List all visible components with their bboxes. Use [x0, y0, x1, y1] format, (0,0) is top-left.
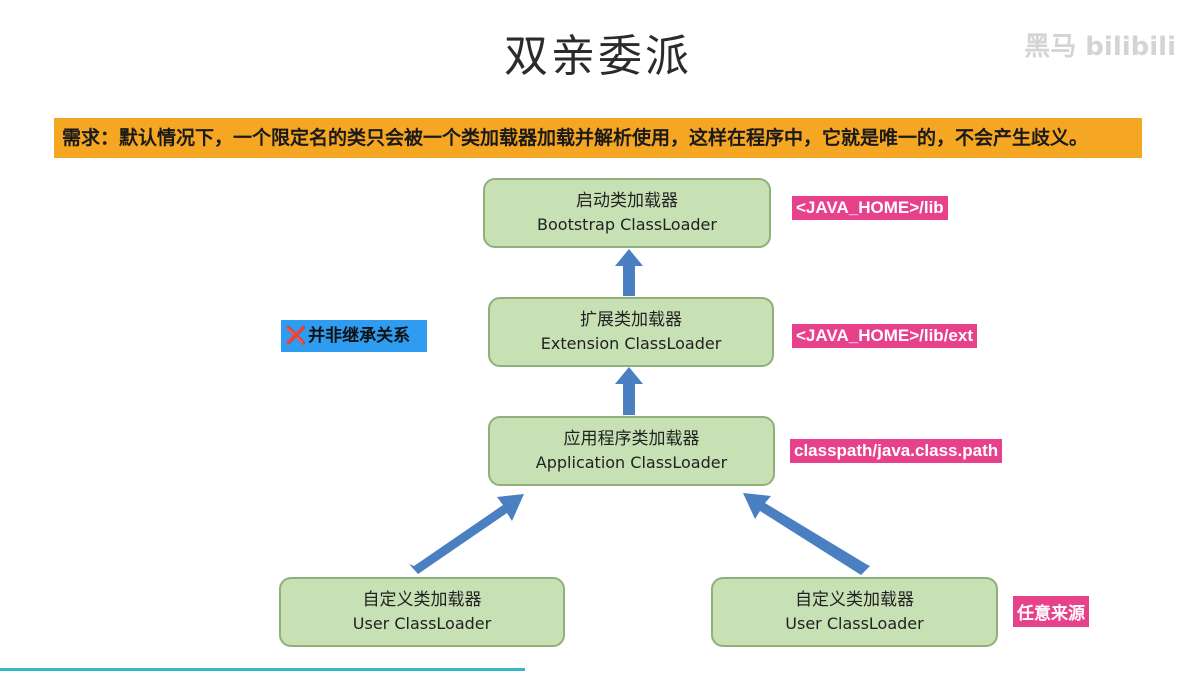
arrow-diagonal-icon: [743, 493, 870, 575]
extension-classloader-box: 扩展类加载器 Extension ClassLoader: [488, 297, 774, 367]
user-left-en-label: User ClassLoader: [352, 614, 492, 633]
extension-path-tag: <JAVA_HOME>/lib/ext: [792, 324, 977, 348]
bootstrap-path-tag: <JAVA_HOME>/lib: [792, 196, 948, 220]
bootstrap-classloader-box: 启动类加载器 Bootstrap ClassLoader: [483, 178, 771, 248]
application-en-label: Application ClassLoader: [535, 453, 728, 472]
not-inheritance-text: 并非继承关系: [308, 326, 411, 346]
arrow-up-icon: [615, 249, 643, 296]
arrow-diagonal-icon: [409, 494, 524, 574]
user-classloader-left-box: 自定义类加载器 User ClassLoader: [279, 577, 565, 647]
extension-en-label: Extension ClassLoader: [540, 334, 722, 353]
watermark-logo: 黑马 bilibili: [1024, 32, 1176, 62]
arrow-up-icon: [615, 367, 643, 415]
bootstrap-cn-label: 启动类加载器: [576, 191, 678, 211]
application-classloader-box: 应用程序类加载器 Application ClassLoader: [488, 416, 775, 486]
application-cn-label: 应用程序类加载器: [563, 429, 700, 449]
extension-cn-label: 扩展类加载器: [580, 310, 682, 330]
cross-mark-icon: ❌: [285, 326, 307, 346]
application-path-tag: classpath/java.class.path: [790, 439, 1003, 463]
page-title: 双亲委派: [504, 31, 692, 82]
bootstrap-en-label: Bootstrap ClassLoader: [537, 215, 717, 234]
user-right-en-label: User ClassLoader: [785, 614, 924, 633]
user-classloader-right-box: 自定义类加载器 User ClassLoader: [711, 577, 998, 647]
user-source-tag: 任意来源: [1013, 596, 1089, 627]
requirement-banner: 需求：默认情况下，一个限定名的类只会被一个类加载器加载并解析使用，这样在程序中，…: [54, 118, 1142, 158]
user-right-cn-label: 自定义类加载器: [795, 590, 914, 610]
not-inheritance-tag: ❌并非继承关系: [281, 320, 427, 352]
user-left-cn-label: 自定义类加载器: [362, 590, 482, 610]
progress-line: [0, 668, 525, 671]
